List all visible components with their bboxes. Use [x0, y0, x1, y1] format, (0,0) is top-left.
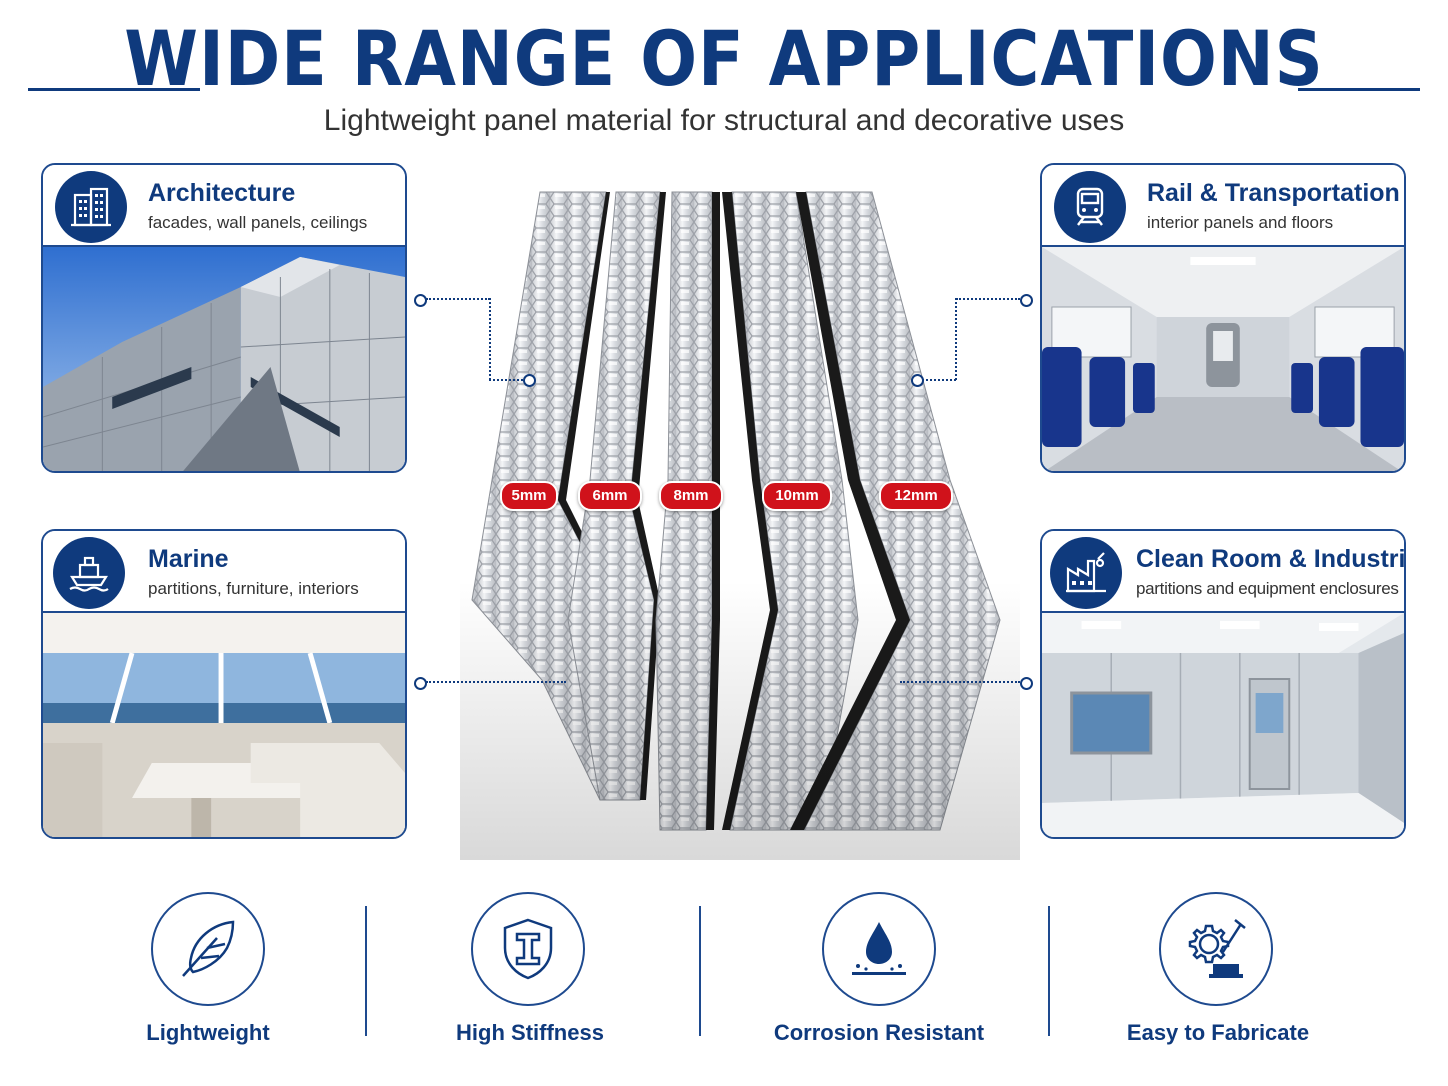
train-interior-photo	[1042, 247, 1404, 471]
card-title: Rail & Transportation	[1147, 179, 1400, 207]
connector-dot	[1020, 294, 1033, 307]
feature-divider	[1048, 906, 1050, 1036]
card-subtitle: interior panels and floors	[1147, 213, 1334, 232]
ship-icon	[53, 537, 125, 609]
page-subtitle: Lightweight panel material for structura…	[323, 104, 1125, 137]
architecture-photo	[43, 247, 405, 471]
card-header: Marine partitions, furniture, interiors	[43, 531, 405, 613]
honeycomb-panels-image	[460, 191, 1020, 860]
connector-line	[426, 298, 490, 300]
feather-icon	[182, 920, 235, 977]
feature-label: High Stiffness	[456, 1020, 604, 1045]
feature-lightweight-badge	[151, 892, 265, 1006]
feature-divider	[699, 906, 701, 1036]
connector-line	[922, 379, 956, 381]
feature-label: Corrosion Resistant	[773, 1020, 985, 1045]
feature-fabricate-badge	[1159, 892, 1273, 1006]
building-icon	[55, 171, 127, 243]
card-title: Clean Room & Industrial	[1136, 545, 1406, 573]
card-rail-transportation: Rail & Transportation interior panels an…	[1040, 163, 1406, 473]
connector-line	[489, 298, 491, 380]
connector-dot	[414, 677, 427, 690]
feature-corrosion-badge	[822, 892, 936, 1006]
card-header: Rail & Transportation interior panels an…	[1042, 165, 1404, 247]
water-drop-icon	[852, 922, 906, 975]
train-icon	[1054, 171, 1126, 243]
card-header: Clean Room & Industrial partitions and e…	[1042, 531, 1404, 613]
connector-dot	[523, 374, 536, 387]
card-header: Architecture facades, wall panels, ceili…	[43, 165, 405, 247]
shield-beam-icon	[503, 918, 553, 980]
card-subtitle: partitions and equipment enclosures	[1136, 579, 1399, 598]
connector-line	[900, 681, 1020, 683]
thickness-label-12mm: 12mm	[879, 481, 953, 511]
feature-divider	[365, 906, 367, 1036]
feature-label: Lightweight	[146, 1020, 270, 1045]
page-title: WIDE RANGE OF APPLICATIONS	[124, 14, 1324, 103]
factory-icon	[1050, 537, 1122, 609]
gear-tool-icon	[1188, 919, 1246, 978]
thickness-label-8mm: 8mm	[659, 481, 723, 511]
connector-line	[489, 379, 523, 381]
connector-dot	[1020, 677, 1033, 690]
feature-stiffness-badge	[471, 892, 585, 1006]
card-subtitle: partitions, furniture, interiors	[148, 579, 359, 598]
connector-line	[426, 681, 566, 683]
card-subtitle: facades, wall panels, ceilings	[148, 213, 368, 232]
card-clean-room-industrial: Clean Room & Industrial partitions and e…	[1040, 529, 1406, 839]
title-rule-left	[28, 88, 200, 91]
card-title: Marine	[148, 545, 229, 573]
card-architecture: Architecture facades, wall panels, ceili…	[41, 163, 407, 473]
connector-dot	[414, 294, 427, 307]
yacht-interior-photo	[43, 613, 405, 837]
connector-line	[956, 298, 1020, 300]
card-marine: Marine partitions, furniture, interiors	[41, 529, 407, 839]
thickness-label-6mm: 6mm	[578, 481, 642, 511]
connector-line	[955, 298, 957, 380]
thickness-label-10mm: 10mm	[762, 481, 832, 511]
feature-label: Easy to Fabricate	[1126, 1020, 1310, 1045]
card-title: Architecture	[148, 179, 296, 207]
connector-dot	[911, 374, 924, 387]
clean-room-photo	[1042, 613, 1404, 837]
thickness-label-5mm: 5mm	[500, 481, 558, 511]
title-rule-right	[1298, 88, 1420, 91]
